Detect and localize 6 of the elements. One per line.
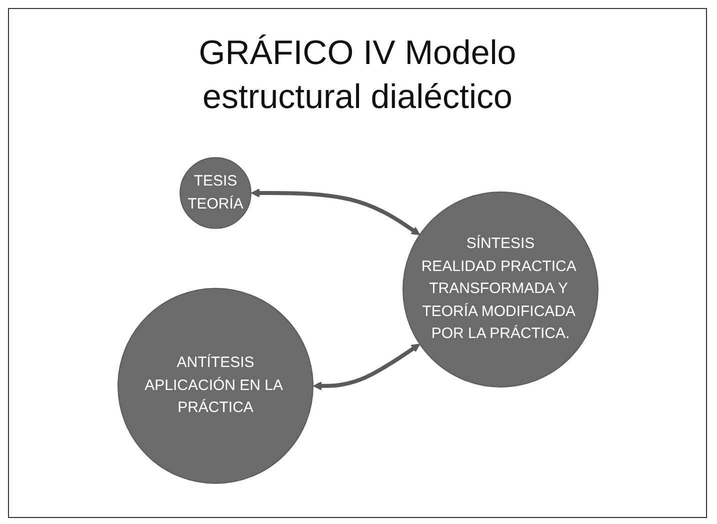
arrow — [312, 344, 420, 390]
node-circle: SÍNTESIS REALIDAD PRACTICA TRANSFORMADA Y TEORÍA MODIFICADA POR LA PRÁCTICA. — [402, 191, 598, 388]
diagram-title: GRÁFICO IV Modelo estructural dialéctico — [198, 33, 518, 118]
node-circle: TESIS TEORÍA — [179, 157, 251, 229]
node-circle: ANTÍTESIS APLICACIÓN EN LA PRÁCTICA — [117, 288, 313, 484]
arrow — [250, 188, 420, 236]
